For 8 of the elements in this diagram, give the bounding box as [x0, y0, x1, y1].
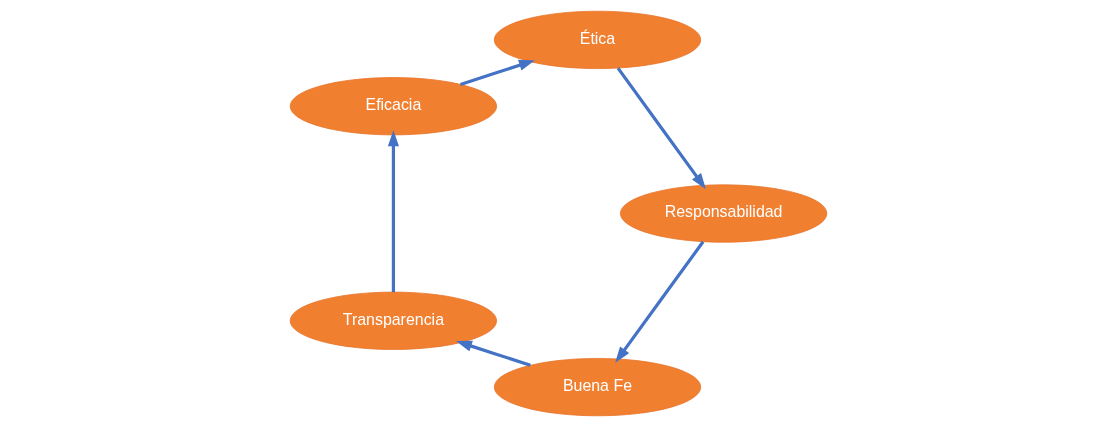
node-ellipse: Eficacia — [289, 77, 497, 136]
arrow — [616, 67, 706, 190]
node-ellipse: Buena Fe — [493, 358, 701, 417]
arrow — [459, 59, 535, 86]
arrow — [455, 340, 531, 367]
arrow — [387, 130, 399, 293]
node-ellipse: Responsabilidad — [619, 184, 827, 243]
arrow — [614, 240, 704, 363]
